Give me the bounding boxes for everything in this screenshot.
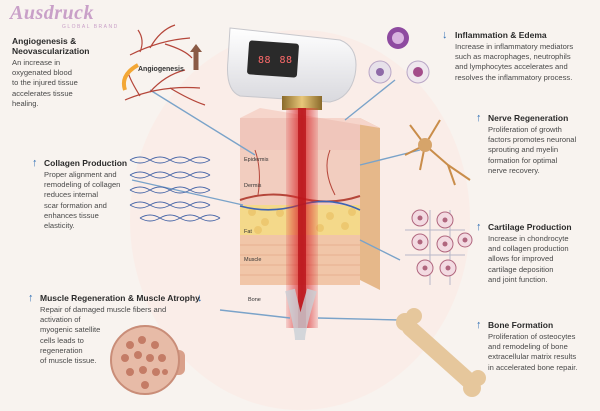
arrow-down-icon: ↓ <box>442 29 448 41</box>
desc-line: cartilage deposition <box>488 264 554 274</box>
desc-line: Repair of damaged muscle fibers and <box>40 305 167 314</box>
label-epidermis: Epidermis <box>244 157 269 163</box>
card-inflammation: Inflammation & Edema Increase in inflamm… <box>455 30 595 83</box>
desc-line: and joint function. <box>488 274 548 284</box>
desc-line: elasticity. <box>44 221 75 231</box>
label-bone: Bone <box>248 297 261 303</box>
desc-line: factors promotes neuronal <box>488 135 577 145</box>
card-collagen-desc: Proper alignment and remodeling of colla… <box>44 170 139 231</box>
card-muscle: Muscle Regeneration & Muscle Atrophy Rep… <box>40 293 210 366</box>
desc-line: Proliferation of osteocytes <box>488 332 576 341</box>
card-nerve: Nerve Regeneration Proliferation of grow… <box>488 113 596 176</box>
desc-line: of muscle tissue. <box>40 356 97 366</box>
card-angiogenesis-title-2: Neovascularization <box>12 46 90 56</box>
card-collagen-title: Collagen Production <box>44 158 128 168</box>
desc-line: Increase in chondrocyte <box>488 234 569 243</box>
card-cartilage: Cartilage Production Increase in chondro… <box>488 222 596 285</box>
desc-line: allows for improved <box>488 254 554 264</box>
device-screen: 88 88 <box>258 50 293 68</box>
muscle-fiber-illustration <box>110 325 185 395</box>
card-cartilage-title: Cartilage Production <box>488 222 572 232</box>
arrow-up-icon: ↑ <box>476 319 482 331</box>
arrow-down-icon: ↓ <box>197 292 203 304</box>
desc-line: regeneration <box>40 345 83 355</box>
card-muscle-desc: Repair of damaged muscle fibers and acti… <box>40 305 210 366</box>
desc-line: nerve recovery. <box>488 165 540 175</box>
desc-line: resolves the inflammatory process. <box>455 72 573 82</box>
bone-illustration <box>396 308 486 397</box>
arrow-up-icon: ↑ <box>476 221 482 233</box>
desc-line: oxygenated blood <box>12 68 72 78</box>
desc-line: formation for optimal <box>488 155 558 165</box>
desc-line: Proper alignment and <box>44 170 117 179</box>
desc-line: sprouting and myelin <box>488 145 559 155</box>
collagen-fibers <box>129 156 221 222</box>
desc-line: cells leads to <box>40 335 84 345</box>
desc-line: in accelerated bone repair. <box>488 362 578 372</box>
immune-cells <box>368 27 430 84</box>
desc-line: accelerates tissue <box>12 88 73 98</box>
card-nerve-desc: Proliferation of growth factors promotes… <box>488 125 596 176</box>
brand-tagline: GLOBAL BRAND <box>62 24 119 30</box>
label-angiogenesis-diagram: Angiogenesis <box>138 66 184 73</box>
label-fat: Fat <box>244 229 252 235</box>
laser-device <box>227 27 357 110</box>
desc-line: enhances tissue <box>44 210 99 220</box>
desc-line: Proliferation of growth <box>488 125 562 134</box>
card-bone: Bone Formation Proliferation of osteocyt… <box>488 320 598 373</box>
label-dermis: Dermis <box>244 183 262 189</box>
desc-line: and lymphocytes accelerates and <box>455 62 568 72</box>
card-angiogenesis-desc: An increase in oxygenated blood to the i… <box>12 58 122 109</box>
arrow-up-icon: ↑ <box>32 157 38 169</box>
brand-logo: Ausdruck <box>10 2 95 24</box>
desc-line: extracellular matrix results <box>488 352 577 362</box>
card-inflammation-title: Inflammation & Edema <box>455 30 547 40</box>
card-nerve-title: Nerve Regeneration <box>488 113 569 123</box>
arrow-up-icon: ↑ <box>476 112 482 124</box>
card-collagen: Collagen Production Proper alignment and… <box>44 158 139 231</box>
desc-line: and collagen production <box>488 244 569 254</box>
desc-line: to the injured tissue <box>12 78 78 88</box>
label-muscle: Muscle <box>244 257 262 263</box>
desc-line: An increase in <box>12 58 61 67</box>
desc-line: Increase in inflammatory mediators <box>455 42 574 51</box>
desc-line: remodeling of collagen <box>44 180 121 190</box>
card-inflammation-desc: Increase in inflammatory mediators such … <box>455 42 595 83</box>
card-bone-desc: Proliferation of osteocytes and remodeli… <box>488 332 598 373</box>
card-cartilage-desc: Increase in chondrocyte and collagen pro… <box>488 234 596 285</box>
chondrocyte-cells <box>405 209 473 285</box>
desc-line: scar formation and <box>44 200 107 210</box>
screen-right-value: 88 <box>279 55 293 66</box>
desc-line: activation of <box>40 315 81 325</box>
arrow-up-icon: ↑ <box>28 292 34 304</box>
card-angiogenesis-title-1: Angiogenesis & <box>12 36 77 46</box>
desc-line: such as macrophages, neutrophils <box>455 52 571 62</box>
screen-left-value: 88 <box>258 55 272 66</box>
card-muscle-title: Muscle Regeneration & Muscle Atrophy <box>40 293 200 303</box>
card-angiogenesis: Angiogenesis & Neovascularization An inc… <box>12 36 122 109</box>
desc-line: healing. <box>12 98 39 108</box>
angiogenesis-vessels <box>124 24 206 106</box>
desc-line: myogenic satellite <box>40 325 101 335</box>
desc-line: and remodeling of bone <box>488 342 568 352</box>
card-bone-title: Bone Formation <box>488 320 554 330</box>
desc-line: reduces internal <box>44 190 99 200</box>
